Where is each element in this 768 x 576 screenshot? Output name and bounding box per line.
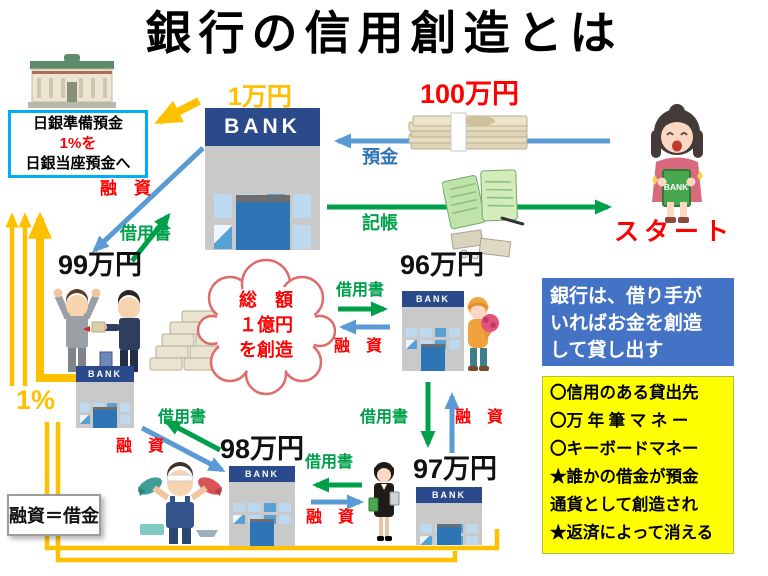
bank-sign: BANK bbox=[205, 108, 320, 146]
point-item: 〇信用のある貸出先 bbox=[550, 384, 699, 402]
summary-box: 銀行は、借り手が いればお金を創造 して貸し出す bbox=[542, 278, 734, 366]
bank-building-97: BANK bbox=[416, 487, 482, 545]
fishmonger-illustration bbox=[138, 462, 222, 544]
passbook-illustration bbox=[441, 169, 525, 230]
main-bank-building: BANK bbox=[205, 108, 320, 250]
cash-bundle-illustration bbox=[408, 112, 528, 152]
point-item: ★返済によって消える bbox=[550, 524, 714, 542]
amount-reserve: 1万円 bbox=[228, 83, 292, 111]
note-line-3: 日銀当座預金へ bbox=[25, 155, 131, 172]
bank-building-96: BANK bbox=[402, 291, 464, 371]
flower-woman-illustration bbox=[467, 297, 499, 371]
point-item: 〇キーボードマネー bbox=[550, 440, 699, 458]
iou-label-5: 借用書 bbox=[305, 454, 354, 471]
iou-label-4: 借用書 bbox=[158, 409, 207, 426]
point-item: ★誰かの借金が預金 bbox=[550, 468, 699, 486]
bank-door bbox=[235, 195, 290, 250]
total-creation-cloud bbox=[196, 258, 336, 396]
point-item: 通貨として創造され bbox=[550, 496, 699, 514]
arrow-bank2-reserve bbox=[28, 211, 77, 382]
cloud-line-2: １億円 bbox=[239, 315, 293, 335]
cloud-text: 総 額 １億円 を創造 bbox=[210, 288, 322, 363]
passbook-label: BANK bbox=[664, 182, 689, 192]
summary-line-2: いればお金を創造 bbox=[550, 313, 703, 334]
note-line-1: 日銀準備預金 bbox=[32, 115, 123, 132]
iou-label-2: 借用書 bbox=[336, 282, 385, 299]
change-coins-illustration bbox=[450, 229, 512, 260]
amount-97: 97万円 bbox=[413, 454, 498, 484]
amount-98: 98万円 bbox=[220, 434, 305, 464]
arrow-iou-2 bbox=[163, 419, 222, 453]
bank-sign: BANK bbox=[76, 366, 134, 382]
depositor-woman-illustration: BANK bbox=[651, 104, 703, 223]
bank-sign: BANK bbox=[402, 291, 464, 307]
bank-sign: BANK bbox=[416, 487, 482, 503]
loan-label-4: 融 資 bbox=[116, 438, 165, 455]
cloud-line-1: 総 額 bbox=[239, 290, 293, 310]
summary-line-3: して貸し出す bbox=[550, 340, 664, 361]
loan-equals-debt-box: 融資＝借金 bbox=[7, 494, 101, 536]
arrow-reserve-to-boj bbox=[154, 97, 201, 125]
arrow-loan-1 bbox=[92, 146, 205, 253]
arrow-iou-1 bbox=[130, 212, 171, 263]
boj-building-illustration bbox=[28, 54, 116, 108]
loan-label-5: 融 資 bbox=[306, 509, 355, 526]
bank-building-98: BANK bbox=[229, 466, 295, 546]
reserve-line-4 bbox=[55, 422, 458, 563]
arrow-loan-2 bbox=[140, 425, 226, 473]
loan-label-1: 融 資 bbox=[100, 179, 151, 198]
note-line-2: 1%を bbox=[59, 135, 97, 152]
amount-96: 96万円 bbox=[400, 250, 485, 280]
bookkeeping-label: 記帳 bbox=[362, 213, 398, 233]
loan-equals-debt-label: 融資＝借金 bbox=[9, 506, 99, 526]
bank-building-2: BANK bbox=[76, 366, 134, 428]
summary-line-1: 銀行は、借り手が bbox=[550, 286, 703, 307]
amount-99: 99万円 bbox=[58, 250, 143, 280]
bank-sign: BANK bbox=[229, 466, 295, 482]
boj-reserve-note: 日銀準備預金 1%を 日銀当座預金へ bbox=[8, 110, 148, 178]
bank-facade bbox=[205, 146, 320, 250]
businesswoman-illustration bbox=[368, 462, 400, 541]
deposit-label: 預金 bbox=[362, 147, 398, 167]
points-box: 〇信用のある貸出先 〇万 年 筆 マ ネ ー 〇キーボードマネー ★誰かの借金が… bbox=[542, 376, 734, 554]
amount-initial-deposit: 100万円 bbox=[420, 79, 520, 109]
point-item: 〇万 年 筆 マ ネ ー bbox=[550, 412, 689, 430]
reserve-rate-label: 1% bbox=[16, 385, 56, 415]
loan-label-2: 融 資 bbox=[334, 338, 383, 355]
loan-label-3: 融 資 bbox=[455, 409, 504, 426]
reserve-line-3 bbox=[44, 422, 500, 551]
page-title: 銀行の信用創造とは bbox=[145, 7, 623, 59]
iou-label-1: 借用書 bbox=[120, 224, 171, 243]
cloud-line-3: を創造 bbox=[239, 340, 293, 360]
iou-label-3: 借用書 bbox=[360, 409, 409, 426]
borrowers-men-illustration bbox=[53, 288, 140, 373]
start-label: スタート bbox=[614, 218, 735, 246]
